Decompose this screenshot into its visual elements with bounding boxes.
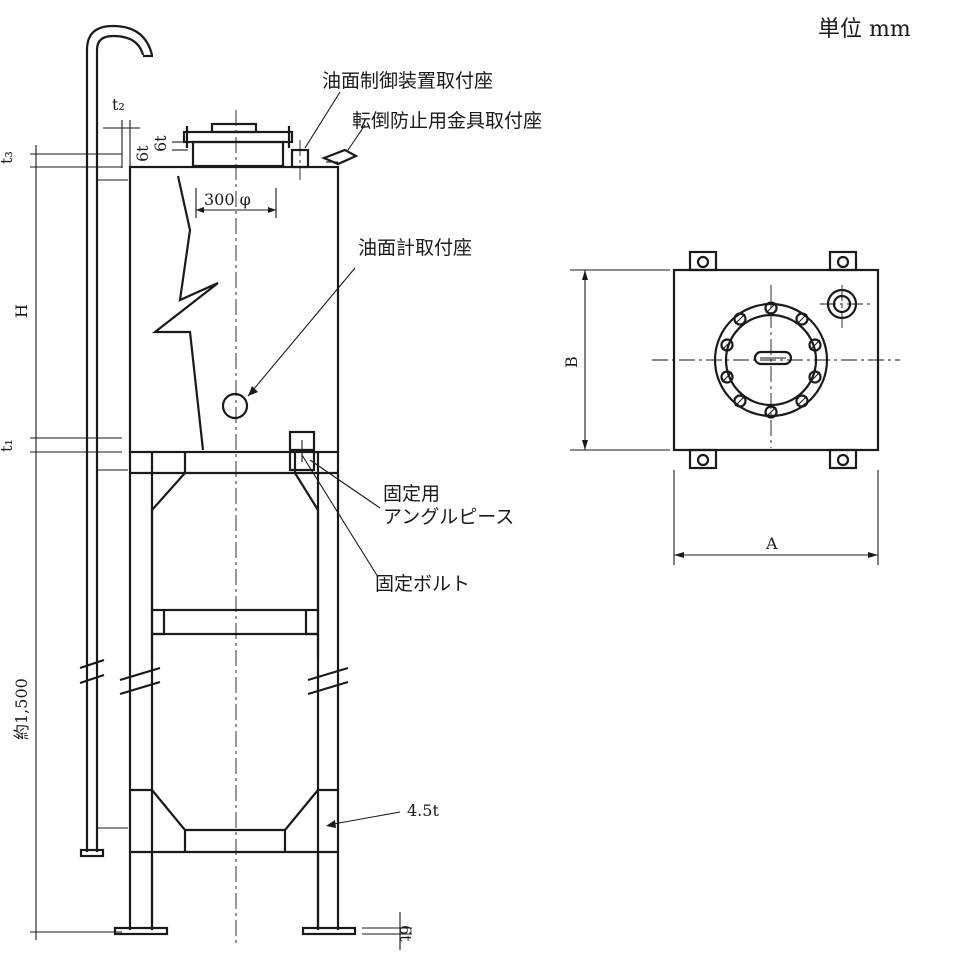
depth-dimension: B xyxy=(562,269,670,451)
oil-control-mount-label: 油面制御装置取付座 xyxy=(322,70,493,92)
height-dimensions: t₃ H t₁ 約1,500 xyxy=(0,145,122,940)
width-a-label: A xyxy=(765,534,778,553)
fixing-angle-piece xyxy=(288,430,316,472)
anti-tip-mount-label: 転倒防止用金具取付座 xyxy=(352,110,542,132)
t1-label: t₁ xyxy=(0,439,16,452)
gauge-mount-label: 油面計取付座 xyxy=(358,237,472,259)
t2-label: t₂ xyxy=(112,95,125,114)
angle-piece-label-1: 固定用 xyxy=(383,483,440,505)
corner-lugs xyxy=(688,250,858,470)
top-fittings xyxy=(182,122,359,169)
oil-gauge-mount-circle xyxy=(221,392,249,420)
side-view: t₃ H t₁ 約1,500 t₂ 6t 6t 300 φ xyxy=(0,24,542,950)
vent-pipe xyxy=(79,24,154,858)
h-label: H xyxy=(12,304,31,318)
foot-pad-dimension: 6t xyxy=(362,912,415,950)
t3-label: t₃ xyxy=(0,151,16,164)
angle-piece-label-2: アングルピース xyxy=(383,506,514,528)
manhole-diameter-label: 300 φ xyxy=(204,190,251,209)
top-pad-label: 6t xyxy=(151,135,170,152)
width-dimension: A xyxy=(673,470,879,565)
leg-thickness-label: 4.5t xyxy=(407,801,439,820)
stand-height-label: 約1,500 xyxy=(12,678,31,740)
unit-label: 単位 mm xyxy=(818,17,911,42)
depth-b-label: B xyxy=(562,356,581,368)
plan-view: A B xyxy=(562,250,900,565)
foot-pad-label: 6t xyxy=(396,925,415,942)
stand-frame xyxy=(113,452,357,936)
manhole-handle xyxy=(753,350,793,366)
top-dimensions: t₂ 6t 6t 300 φ xyxy=(103,95,277,218)
flange-thickness-label: 6t xyxy=(133,145,152,162)
fixing-bolt-label: 固定ボルト xyxy=(375,573,470,595)
callouts: 油面制御装置取付座 転倒防止用金具取付座 油面計取付座 固定用 アングルピース … xyxy=(247,70,542,828)
